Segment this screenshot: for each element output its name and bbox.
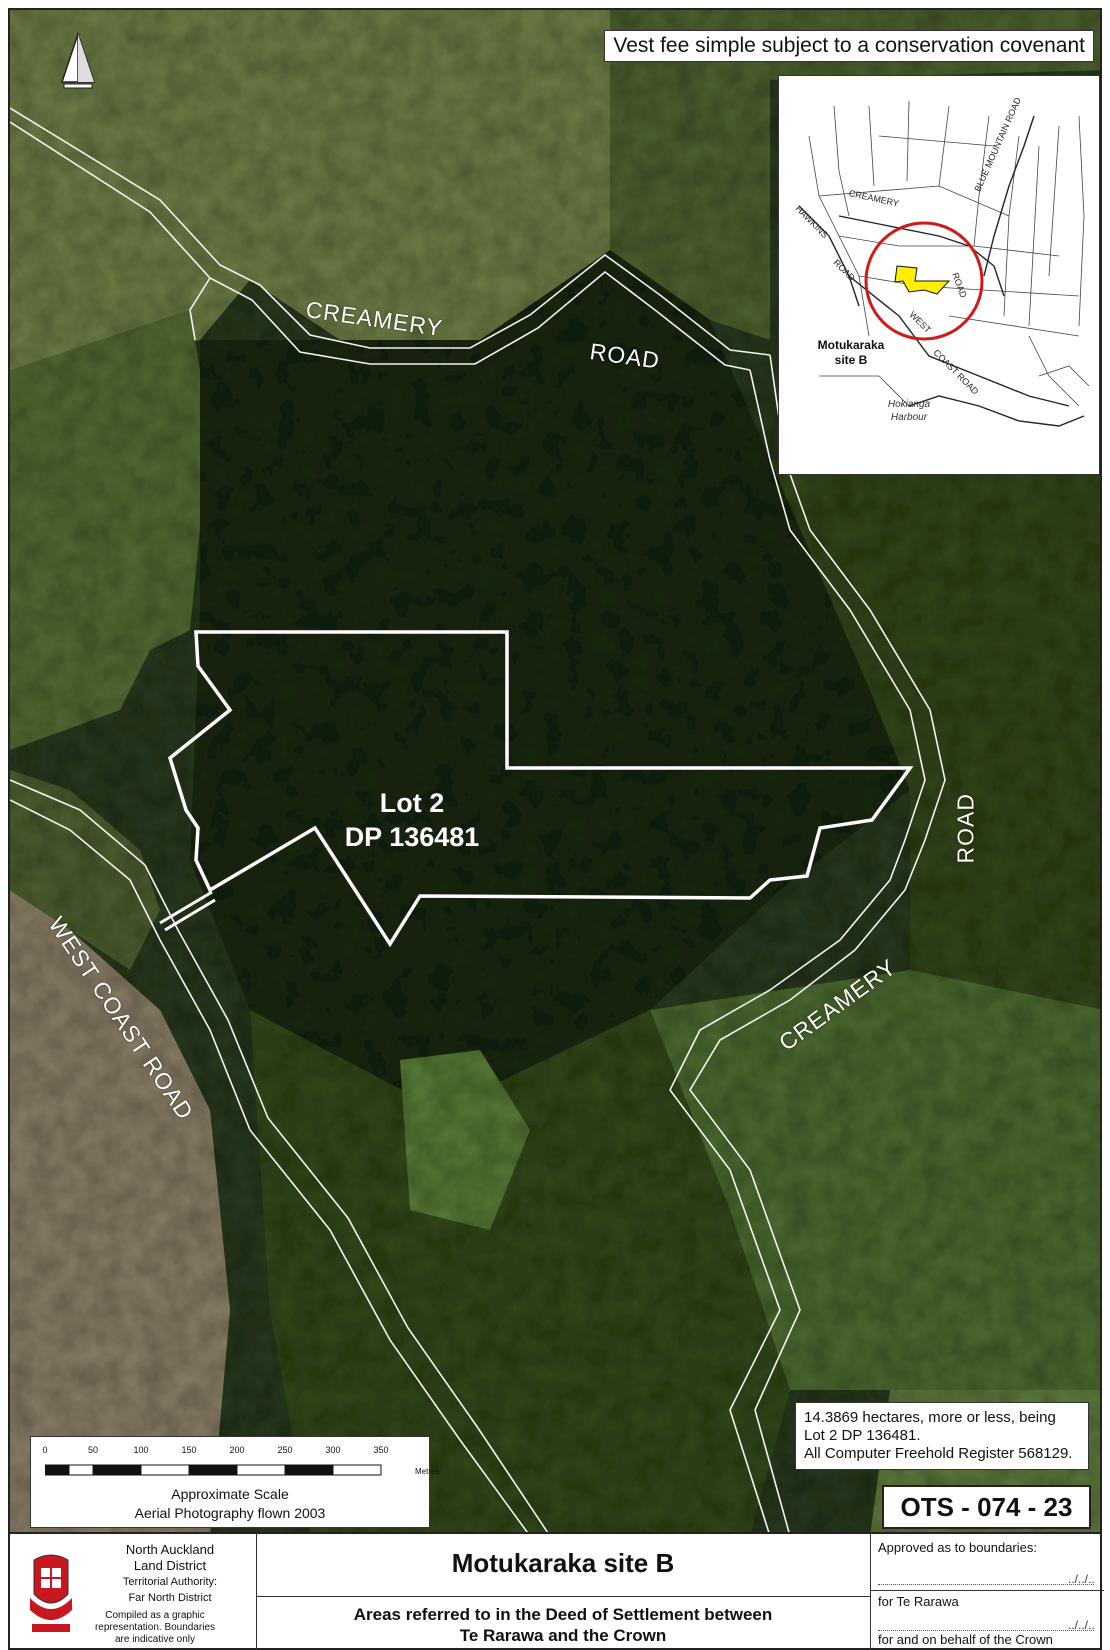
north-arrow-icon (60, 32, 96, 89)
deed-line1: Areas referred to in the Deed of Settlem… (353, 1605, 773, 1624)
inset-blue-mountain-road (983, 115, 1035, 277)
authority-line2: Land District (133, 1558, 207, 1573)
inset-harbour-label: Hokianga Harbour (869, 398, 949, 424)
creamery-road-east-edge (669, 369, 926, 1532)
authority-cell: North Auckland Land District Territorial… (10, 1534, 257, 1650)
inset-coastline (908, 395, 1085, 427)
lot-label-line2: DP 136481 (344, 822, 480, 852)
inset-west-coast-road (848, 275, 1070, 407)
covenant-note: Vest fee simple subject to a conservatio… (604, 30, 1094, 62)
road-casements (10, 107, 946, 1532)
compiled-note: Compiled as a graphic representation. Bo… (70, 1610, 240, 1646)
scale-tick: 150 (181, 1445, 197, 1455)
pasture-area (250, 1010, 790, 1532)
creamery-road-north-edge (10, 107, 771, 356)
deed-line2: Te Rarawa and the Crown (459, 1626, 667, 1645)
authority-line1: North Auckland (125, 1542, 215, 1557)
forest-area (190, 250, 910, 1110)
scale-caption-line: Approximate Scale (171, 1486, 289, 1502)
coat-of-arms-icon (30, 1554, 72, 1632)
scale-bar: 0 50 100 150 200 250 300 350 Metres Appr… (30, 1436, 439, 1528)
compiled-note-line2: representation. Boundaries (94, 1622, 216, 1633)
scale-tick: 0 (42, 1445, 48, 1455)
scale-tick: 100 (133, 1445, 149, 1455)
pasture-area (400, 1050, 530, 1230)
title-block: North Auckland Land District Territorial… (8, 1534, 1104, 1650)
authority-line4: Far North District (128, 1592, 212, 1604)
area-line3: All Computer Freehold Register 568129. (804, 1445, 1073, 1462)
aerial-map: Vest fee simple subject to a conservatio… (8, 8, 1102, 1534)
pasture-area (10, 770, 160, 970)
side-road-edge (189, 277, 211, 341)
inset-harbour-line2: Harbour (890, 412, 928, 423)
approval-crown: for and on behalf of the Crown (878, 1632, 1053, 1647)
inset-hawkins-road (798, 205, 860, 307)
scale-units: Metres (415, 1467, 440, 1476)
scale-tick: 250 (277, 1445, 293, 1455)
lot-label: Lot 2 DP 136481 (322, 786, 502, 854)
scale-tick: 50 (87, 1445, 99, 1455)
area-line1: 14.3869 hectares, more or less, being (804, 1409, 1056, 1426)
location-inset: CREAMERY HAWKINS ROAD BLUE MOUNTAIN ROAD… (778, 75, 1100, 475)
site-title: Motukaraka site B (451, 1548, 675, 1578)
compiled-note-line3: are indicative only (114, 1634, 196, 1645)
scale-bar-graphic (45, 1464, 382, 1476)
creamery-road-east-edge-2 (689, 354, 946, 1532)
scale-tick: 350 (373, 1445, 389, 1455)
authority-line3: Territorial Authority: (122, 1576, 218, 1588)
scale-tick: 300 (325, 1445, 341, 1455)
pasture-area (610, 10, 1100, 340)
lot-access-strip (164, 898, 216, 932)
lot-label-line1: Lot 2 (379, 788, 445, 818)
area-description: 14.3869 hectares, more or less, being Lo… (795, 1402, 1089, 1470)
area-line2: Lot 2 DP 136481. (804, 1427, 921, 1444)
approval-cell: Approved as to boundaries: ../../.. for … (870, 1534, 1104, 1650)
map-reference: OTS - 074 - 23 (882, 1485, 1091, 1529)
inset-site-name: Motukaraka site B (801, 338, 901, 368)
inset-harbour-line1: Hokianga (887, 399, 931, 410)
photo-note: Aerial Photography flown 2003 (134, 1505, 326, 1521)
compiled-note-line1: Compiled as a graphic (105, 1610, 205, 1621)
pasture-area (770, 440, 1100, 1010)
pasture-area (650, 970, 1100, 1390)
west-coast-road-edge-2 (10, 779, 549, 1532)
road-label-road-east: ROAD (952, 793, 979, 864)
estuary-area (10, 890, 230, 1532)
scale-caption: Approximate Scale Aerial Photography flo… (31, 1485, 429, 1523)
lot-access-strip (159, 890, 213, 925)
approval-heading: Approved as to boundaries: (878, 1540, 1037, 1555)
creamery-road-south-edge (10, 121, 751, 371)
inset-creamery-road (838, 215, 1005, 297)
inset-site-shape (894, 265, 951, 295)
inset-site-name-line2: site B (834, 353, 868, 367)
pasture-area (10, 310, 210, 750)
inset-site-name-line1: Motukaraka (817, 338, 885, 352)
signature-line-crown (878, 1630, 1094, 1631)
authority-text: North Auckland Land District Territorial… (90, 1542, 250, 1606)
deed-text: Areas referred to in the Deed of Settlem… (256, 1604, 870, 1646)
inset-site-circle (864, 221, 984, 341)
inset-map (798, 100, 1090, 427)
signature-line-te-rarawa (878, 1584, 1094, 1585)
title-divider (256, 1596, 870, 1597)
lot-2-boundary (167, 630, 914, 948)
title-cell: Motukaraka site B Areas referred to in t… (256, 1534, 871, 1650)
approval-divider (870, 1590, 1104, 1591)
scale-tick: 200 (229, 1445, 245, 1455)
date-mark-te-rarawa: ../../.. (1068, 1572, 1095, 1586)
west-coast-road-edge (10, 799, 529, 1532)
date-mark-crown: ../../.. (1068, 1618, 1095, 1632)
approval-te-rarawa: for Te Rarawa (878, 1594, 959, 1609)
